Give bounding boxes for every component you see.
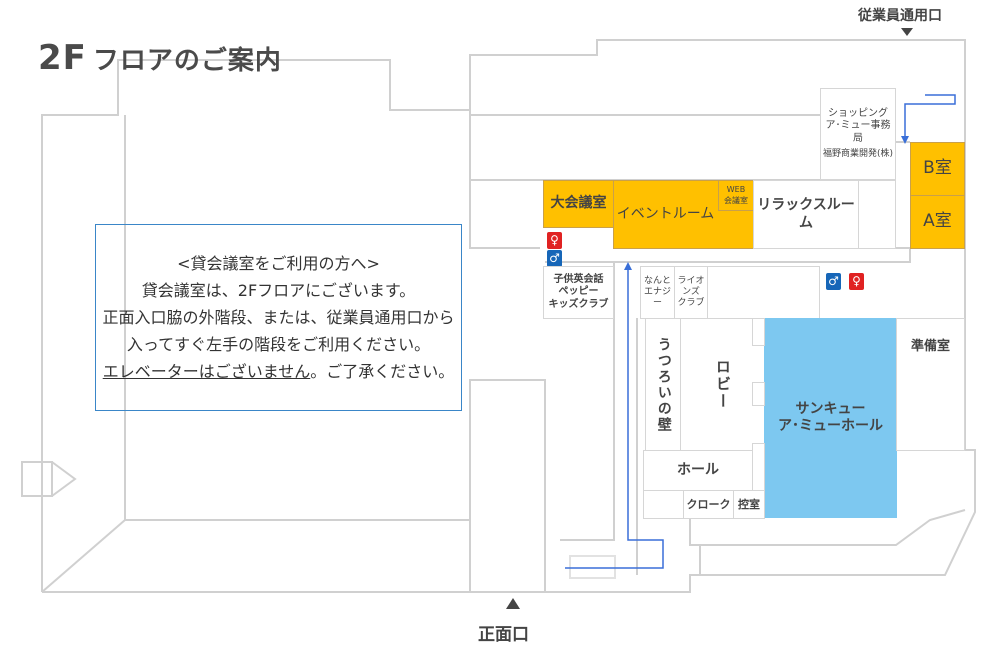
room-label: クローク (686, 497, 731, 511)
room-label: ライオンズ (677, 275, 705, 297)
route-arrow-down-icon (901, 136, 909, 144)
room-label: リラックスルーム (757, 197, 855, 231)
room-label: うつろいの壁 (655, 336, 672, 433)
room-large-conference[interactable]: 大会議室 (543, 180, 614, 228)
room-label: 福野商業開発(株) (822, 149, 894, 160)
male-restroom-icon: ♂ (826, 273, 841, 290)
room-label: サンキュー (795, 400, 866, 417)
room-label: 準備室 (910, 339, 950, 354)
hall-area[interactable]: ホール (643, 450, 753, 491)
room-label: ホール (677, 461, 719, 478)
room-relax[interactable]: リラックスルーム (753, 180, 859, 249)
hall-door (752, 382, 765, 406)
male-restroom-icon: ♂ (547, 250, 562, 267)
room-web-conference[interactable]: WEB 会議室 (718, 180, 754, 211)
room-label: エナジー (643, 286, 671, 309)
lobby[interactable]: ロビー (680, 318, 765, 451)
staff-entrance-triangle-icon (901, 28, 913, 36)
room-label: なんと (643, 275, 671, 286)
notice-line: 入ってすぐ左手の階段をご利用ください。 (126, 335, 431, 354)
room-kids-english[interactable]: 子供英会話 ペッピー キッズクラブ (543, 266, 614, 319)
room-b[interactable]: B室 (910, 142, 965, 196)
route-lines (565, 94, 956, 569)
utsuroi-wall[interactable]: うつろいの壁 (645, 318, 681, 451)
room-label: イベントルーム (616, 205, 715, 222)
room-label: 控室 (738, 497, 760, 511)
title-text: フロアのご案内 (92, 46, 282, 76)
room-label: ペッピー (558, 286, 599, 298)
room-label: ショッピング (828, 107, 888, 119)
room-a[interactable]: A室 (910, 195, 965, 249)
hall-door (752, 318, 765, 346)
room-blank (707, 266, 820, 319)
notice-tail: 。ご了承ください。 (310, 362, 455, 381)
room-label: キッズクラブ (548, 298, 609, 310)
room-cloak[interactable]: クローク (683, 490, 734, 519)
route-arrow-up-icon (624, 262, 632, 270)
room-label: B室 (923, 158, 952, 179)
room-label: 子供英会話 (553, 273, 604, 285)
main-entrance-triangle-icon (506, 598, 520, 609)
room-prep[interactable]: 準備室 (896, 318, 965, 451)
staff-entrance-label: 従業員通用口 (858, 8, 942, 24)
rental-notice: <貸会議室をご利用の方へ> 貸会議室は、2Fフロアにございます。 正面入口脇の外… (95, 224, 462, 411)
floor-number: 2F (38, 38, 87, 78)
room-label: ア･ミュー事務局 (825, 120, 891, 144)
room-label: 会議室 (724, 195, 748, 205)
hall-door (752, 443, 765, 491)
room-office[interactable]: ショッピング ア･ミュー事務局 福野商業開発(株) (820, 88, 896, 180)
room-label: A室 (923, 211, 952, 232)
room-blank (643, 490, 684, 519)
room-lions-club[interactable]: ライオンズ クラブ (674, 266, 708, 319)
notice-heading: <貸会議室をご利用の方へ> (177, 254, 380, 273)
notice-underlined: エレベーターはございません (102, 362, 311, 381)
female-restroom-icon: ♀ (849, 273, 864, 290)
room-main-hall[interactable]: サンキュー ア･ミューホール (764, 318, 897, 518)
room-nanto-energy[interactable]: なんと エナジー (640, 266, 675, 319)
main-entrance-label: 正面口 (478, 625, 529, 645)
room-label: クラブ (677, 298, 705, 309)
room-label: ア･ミューホール (778, 418, 883, 434)
notice-line: 貸会議室は、2Fフロアにございます。 (141, 281, 416, 300)
room-waiting[interactable]: 控室 (733, 490, 765, 519)
notice-line: エレベーターはございません。ご了承ください。 (103, 358, 455, 385)
notice-line: 正面入口脇の外階段、または、従業員通用口から (102, 308, 455, 327)
room-label: ロビー (713, 359, 732, 410)
female-restroom-icon: ♀ (547, 232, 562, 249)
room-label: 大会議室 (550, 195, 607, 212)
room-blank (858, 180, 896, 249)
room-label: WEB (726, 185, 746, 195)
